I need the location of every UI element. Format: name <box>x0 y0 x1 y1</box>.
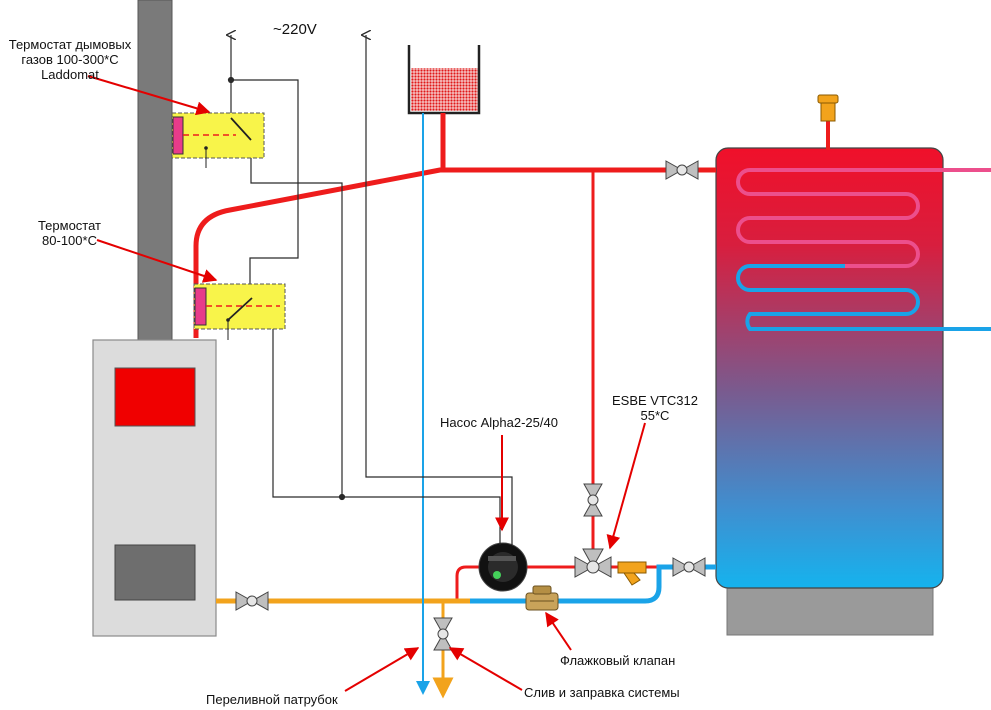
label-drain-fill: Слив и заправка системы <box>524 685 680 700</box>
drain-ball-valve <box>433 617 453 651</box>
boiler-ash-door <box>114 544 196 601</box>
label-voltage: ~220V <box>273 21 317 38</box>
buffer-tank <box>715 147 944 589</box>
label-overflow-pipe: Переливной патрубок <box>206 692 338 707</box>
expansion-vessel-water <box>411 68 478 111</box>
label-mixing-valve: ESBE VTC312 55*С <box>612 393 698 423</box>
label-check-valve: Флажковый клапан <box>560 653 676 668</box>
ball-valve-tank-return <box>672 557 706 577</box>
ball-valve-bypass <box>583 483 603 517</box>
ball-valve-tank-supply <box>665 160 699 180</box>
pointer-arrows <box>87 75 646 692</box>
ball-valve-boiler-return <box>235 591 269 611</box>
tank-coil-cold <box>736 264 991 331</box>
label-boiler-thermostat: Термостат 80-100*С <box>37 218 102 248</box>
tank-coil-hot <box>736 168 991 268</box>
strainer-filter <box>617 561 647 586</box>
flap-check-valve <box>525 585 559 611</box>
cold-return-pipe <box>470 564 716 604</box>
boiler-firebox-window <box>114 367 196 427</box>
tank-base <box>726 584 934 636</box>
air-vent-cap <box>817 94 839 104</box>
three-way-mixing-valve <box>574 548 612 578</box>
flue-gas-thermostat <box>171 112 265 168</box>
circulation-pump <box>478 540 528 592</box>
pump-to-valve-pipe <box>455 565 700 600</box>
chimney <box>137 0 173 341</box>
boiler-thermostat <box>193 283 286 340</box>
label-flue-thermostat: Термостат дымовых газов 100-300*С Laddom… <box>8 37 132 82</box>
label-pump: Насос Alpha2-25/40 <box>440 415 558 430</box>
air-vent-body <box>820 102 836 122</box>
hot-supply-pipe <box>193 167 716 338</box>
